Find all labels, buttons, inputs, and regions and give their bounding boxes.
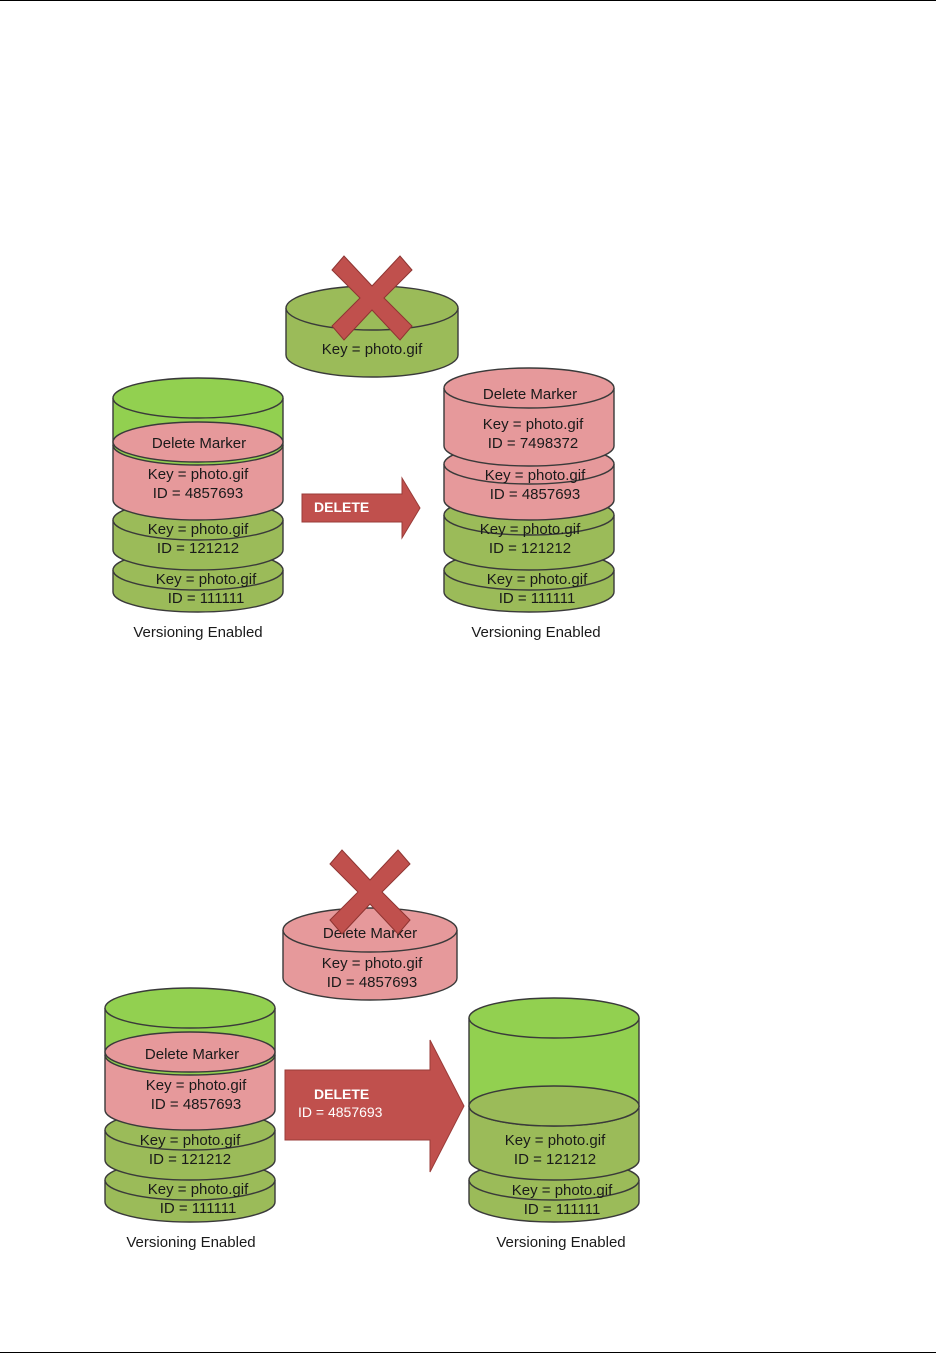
bottom-left-bucket: Delete Marker Key = photo.gif ID = 48576… [105, 988, 275, 1251]
top-right-bucket: Delete Marker Key = photo.gif ID = 74983… [444, 368, 614, 641]
bottom-right-layer-2-id: ID = 111111 [524, 1201, 601, 1218]
top-right-layer-1-id: ID = 7498372 [488, 435, 579, 452]
top-right-caption: Versioning Enabled [471, 624, 600, 641]
bottom-left-layer-2-id: ID = 121212 [149, 1151, 231, 1168]
bottom-left-marker-title: Delete Marker [145, 1046, 239, 1063]
top-right-layer-4-id: ID = 111111 [499, 590, 576, 607]
top-right-layer-3-key: Key = photo.gif [480, 521, 581, 538]
top-left-layer-3-key: Key = photo.gif [156, 571, 257, 588]
top-right-layer-4-key: Key = photo.gif [487, 571, 588, 588]
bottom-left-layer-3-key: Key = photo.gif [148, 1181, 249, 1198]
bottom-deleted-object: Delete Marker Key = photo.gif ID = 48576… [283, 850, 457, 1000]
top-left-layer-2-key: Key = photo.gif [148, 521, 249, 538]
top-deleted-object: Key = photo.gif [286, 256, 458, 377]
bottom-delete-arrow: DELETE ID = 4857693 [285, 1040, 464, 1172]
top-arrow-label: DELETE [314, 499, 369, 515]
top-left-layer-1-id: ID = 4857693 [153, 485, 244, 502]
bottom-deleted-key: Key = photo.gif [322, 955, 423, 972]
bottom-right-layer-1-id: ID = 121212 [514, 1151, 596, 1168]
top-left-caption: Versioning Enabled [133, 624, 262, 641]
top-left-bucket: Delete Marker Key = photo.gif ID = 48576… [113, 378, 283, 641]
bottom-arrow-label: DELETE [314, 1086, 369, 1102]
bottom-left-layer-1-id: ID = 4857693 [151, 1096, 242, 1113]
top-left-layer-2-id: ID = 121212 [157, 540, 239, 557]
top-left-layer-1-key: Key = photo.gif [148, 466, 249, 483]
bottom-diagram: Delete Marker Key = photo.gif ID = 48576… [105, 850, 639, 1251]
bottom-right-caption: Versioning Enabled [496, 1234, 625, 1251]
top-delete-arrow: DELETE [302, 478, 420, 538]
bottom-arrow-sublabel: ID = 4857693 [298, 1104, 383, 1120]
top-deleted-key: Key = photo.gif [322, 341, 423, 358]
top-diagram: Key = photo.gif Delete Marker Key = phot… [113, 256, 614, 641]
top-right-layer-1-key: Key = photo.gif [483, 416, 584, 433]
top-left-marker-title: Delete Marker [152, 435, 246, 452]
top-right-layer-3-id: ID = 121212 [489, 540, 571, 557]
bottom-left-layer-2-key: Key = photo.gif [140, 1132, 241, 1149]
top-right-marker-title: Delete Marker [483, 386, 577, 403]
bottom-left-layer-1-key: Key = photo.gif [146, 1077, 247, 1094]
bottom-left-caption: Versioning Enabled [126, 1234, 255, 1251]
bottom-right-bucket: Key = photo.gif ID = 121212 Key = photo.… [469, 998, 639, 1251]
bottom-right-layer-1-key: Key = photo.gif [505, 1132, 606, 1149]
bottom-deleted-id: ID = 4857693 [327, 974, 418, 991]
bottom-right-layer-2-key: Key = photo.gif [512, 1182, 613, 1199]
top-right-layer-2-key: Key = photo.gif [485, 467, 586, 484]
bottom-left-layer-3-id: ID = 111111 [160, 1200, 237, 1217]
top-right-layer-2-id: ID = 4857693 [490, 486, 581, 503]
top-left-layer-3-id: ID = 111111 [168, 590, 245, 607]
